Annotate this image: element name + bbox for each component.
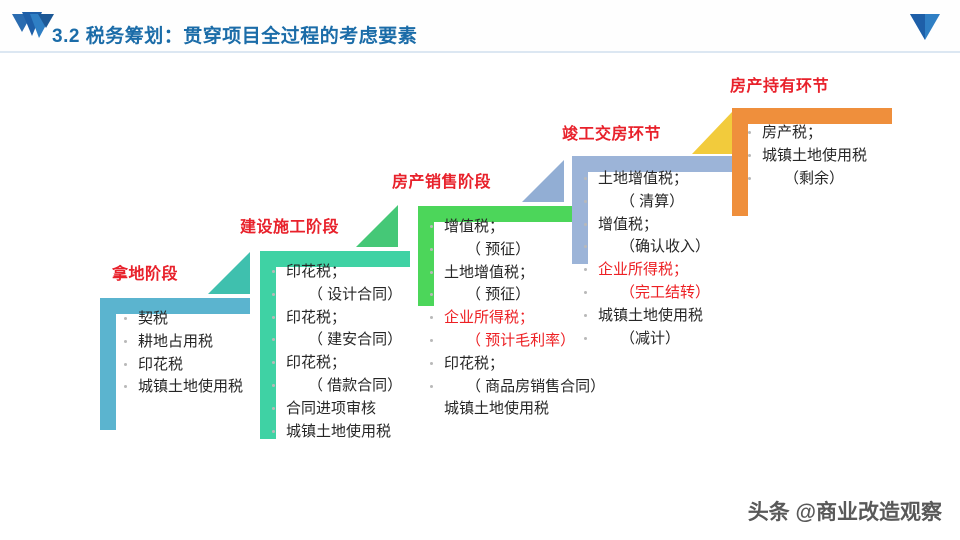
- slide-header: 3.2 税务筹划：贯穿项目全过程的考虑要素: [0, 0, 960, 53]
- list-item: 印花税: [120, 354, 300, 377]
- list-item: 土地增值税；: [580, 168, 800, 191]
- list-item: （ 预征）: [426, 284, 656, 307]
- list-item: （确认收入）: [580, 236, 800, 259]
- list-item: 耕地占用税: [120, 331, 300, 354]
- stage-2-title: 建设施工阶段: [240, 219, 340, 236]
- list-item: 合同进项审核: [268, 398, 478, 421]
- down-triangle-icon: [900, 8, 948, 42]
- list-item: 印花税；: [268, 261, 478, 284]
- stage-5-title: 房产持有环节: [730, 78, 830, 95]
- page-title: 3.2 税务筹划：贯穿项目全过程的考虑要素: [52, 26, 418, 47]
- stage-2-items: 印花税； （ 设计合同） 印花税； （ 建安合同） 印花税； （ 借款合同） 合…: [268, 261, 478, 443]
- list-item: （ 借款合同）: [268, 375, 478, 398]
- list-item: 印花税；: [268, 352, 478, 375]
- list-item: 城镇土地使用税: [120, 376, 300, 399]
- stage-3-riser: [522, 160, 564, 202]
- list-item: 城镇土地使用税: [744, 145, 960, 168]
- list-item: （ 建安合同）: [268, 329, 478, 352]
- list-item: 契税: [120, 308, 300, 331]
- stage-3-items: 增值税； （ 预征） 土地增值税； （ 预征） 企业所得税； （ 预计毛利率） …: [426, 216, 656, 421]
- header-divider: [0, 51, 960, 53]
- stage-2-riser: [356, 205, 398, 247]
- stage-1-title: 拿地阶段: [112, 266, 179, 283]
- list-item: （完工结转）: [580, 282, 800, 305]
- stage-1-riser: [208, 252, 250, 294]
- list-item: 增值税；: [426, 216, 656, 239]
- list-item: 企业所得税；: [426, 307, 656, 330]
- stage-4-items: 土地增值税； （ 清算） 增值税； （确认收入） 企业所得税； （完工结转） 城…: [580, 168, 800, 350]
- list-item: 印花税；: [268, 307, 478, 330]
- watermark: 头条 @商业改造观察: [747, 501, 942, 524]
- list-item: 城镇土地使用税: [444, 400, 550, 418]
- stage-5-items: 房产税； 城镇土地使用税 （剩余）: [744, 122, 960, 190]
- list-item: 企业所得税；: [580, 259, 800, 282]
- list-item: 城镇土地使用税: [580, 305, 800, 328]
- list-item: 房产税；: [744, 122, 960, 145]
- stage-1-items: 契税 耕地占用税 印花税 城镇土地使用税: [120, 308, 300, 399]
- list-item: （ 清算）: [580, 191, 800, 214]
- list-item: （ 商品房销售合同）: [426, 376, 656, 399]
- list-item: （减计）: [580, 328, 800, 351]
- list-item: （ 预征）: [426, 239, 656, 262]
- list-item: 印花税；: [426, 353, 656, 376]
- logo-triangles-icon: [8, 6, 64, 46]
- list-item: （剩余）: [744, 168, 960, 191]
- stage-4-title: 竣工交房环节: [562, 126, 662, 143]
- list-item: 增值税；: [580, 214, 800, 237]
- list-item: 城镇土地使用税: [268, 421, 478, 444]
- list-item: （ 预计毛利率）: [426, 330, 656, 353]
- stage-4-riser: [692, 112, 732, 154]
- stage-3-title: 房产销售阶段: [392, 174, 492, 191]
- list-item: （ 设计合同）: [268, 284, 478, 307]
- list-item: 土地增值税；: [426, 262, 656, 285]
